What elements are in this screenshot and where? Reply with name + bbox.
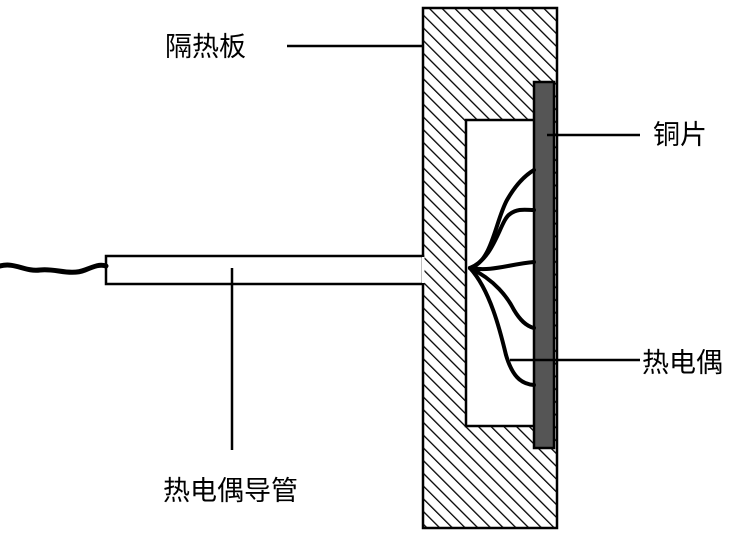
label-insulation-board: 隔热板 [165, 32, 246, 63]
label-thermocouple-tube: 热电偶导管 [163, 476, 298, 507]
thermocouple-wires [468, 168, 536, 387]
copper-sheet [532, 80, 556, 450]
leader-lines [230, 44, 640, 450]
outgoing-wire [0, 262, 109, 275]
label-thermocouple: 热电偶 [642, 348, 723, 379]
thermocouple-wire [468, 207, 536, 270]
thermocouple-wire [468, 266, 536, 330]
tube-entry [422, 257, 425, 283]
thermocouple-wire [468, 260, 536, 272]
thermocouple-tube [104, 254, 425, 286]
thermocouple-wire [468, 266, 536, 387]
label-copper-sheet: 铜片 [653, 120, 707, 151]
